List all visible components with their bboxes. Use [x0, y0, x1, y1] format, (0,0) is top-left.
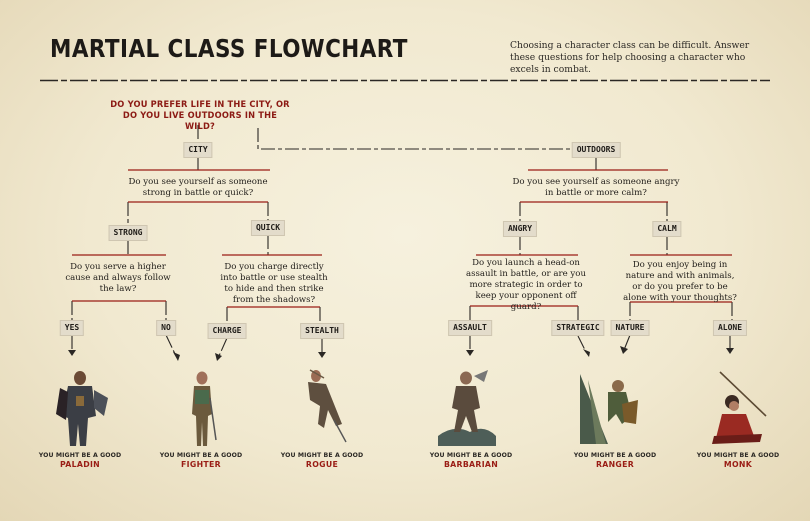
intro-text: Choosing a character class can be diffic… — [510, 40, 750, 75]
answer-charge: CHARGE — [207, 323, 247, 339]
ranger-illustration — [580, 374, 638, 444]
result-prefix: YOU MIGHT BE A GOOD — [573, 452, 657, 459]
result-prefix: YOU MIGHT BE A GOOD — [159, 452, 243, 459]
calm-question: Do you enjoy being in nature and with an… — [623, 260, 737, 303]
city-question: Do you see yourself as someone strong in… — [128, 177, 268, 198]
result-barbarian: YOU MIGHT BE A GOOD BARBARIAN — [421, 452, 521, 470]
barbarian-illustration — [438, 370, 496, 446]
answer-strategic: STRATEGIC — [551, 320, 605, 336]
header-divider — [40, 79, 770, 82]
result-rogue: YOU MIGHT BE A GOOD ROGUE — [272, 452, 372, 470]
answer-nature: NATURE — [610, 320, 650, 336]
result-prefix: YOU MIGHT BE A GOOD — [696, 452, 780, 459]
quick-question: Do you charge directly into battle or us… — [220, 262, 328, 305]
result-prefix: YOU MIGHT BE A GOOD — [280, 452, 364, 459]
answer-yes: YES — [59, 320, 85, 336]
paladin-illustration — [56, 371, 108, 446]
strong-question: Do you serve a higher cause and always f… — [65, 262, 171, 294]
result-class-fighter: FIGHTER — [181, 460, 221, 469]
result-paladin: YOU MIGHT BE A GOOD PALADIN — [30, 452, 130, 470]
monk-illustration — [712, 371, 767, 444]
result-class-rogue: ROGUE — [305, 460, 339, 469]
answer-strong: STRONG — [108, 225, 148, 241]
page-title: MARTIAL CLASS FLOWCHART — [50, 34, 408, 63]
result-ranger: YOU MIGHT BE A GOOD RANGER — [565, 452, 665, 470]
answer-angry: ANGRY — [502, 221, 538, 237]
result-monk: YOU MIGHT BE A GOOD MONK — [688, 452, 788, 470]
answer-alone: ALONE — [712, 320, 748, 336]
answer-quick: QUICK — [250, 220, 286, 236]
answer-outdoors: OUTDOORS — [571, 142, 621, 158]
answer-calm: CALM — [652, 221, 682, 237]
result-prefix: YOU MIGHT BE A GOOD — [38, 452, 122, 459]
result-class-ranger: RANGER — [595, 460, 635, 469]
result-fighter: YOU MIGHT BE A GOOD FIGHTER — [151, 452, 251, 470]
rogue-illustration — [308, 369, 347, 443]
result-class-paladin: PALADIN — [59, 460, 101, 469]
result-class-barbarian: BARBARIAN — [443, 460, 499, 469]
root-question: DO YOU PREFER LIFE IN THE CITY, OR DO YO… — [110, 100, 290, 132]
answer-stealth: STEALTH — [300, 323, 344, 339]
result-prefix: YOU MIGHT BE A GOOD — [429, 452, 513, 459]
result-class-monk: MONK — [723, 460, 753, 469]
answer-no: NO — [156, 320, 176, 336]
answer-city: CITY — [183, 142, 213, 158]
fighter-illustration — [192, 371, 217, 446]
answer-assault: ASSAULT — [448, 320, 492, 336]
outdoors-question: Do you see yourself as someone angry in … — [512, 177, 680, 198]
angry-question: Do you launch a head-on assault in battl… — [465, 258, 586, 312]
